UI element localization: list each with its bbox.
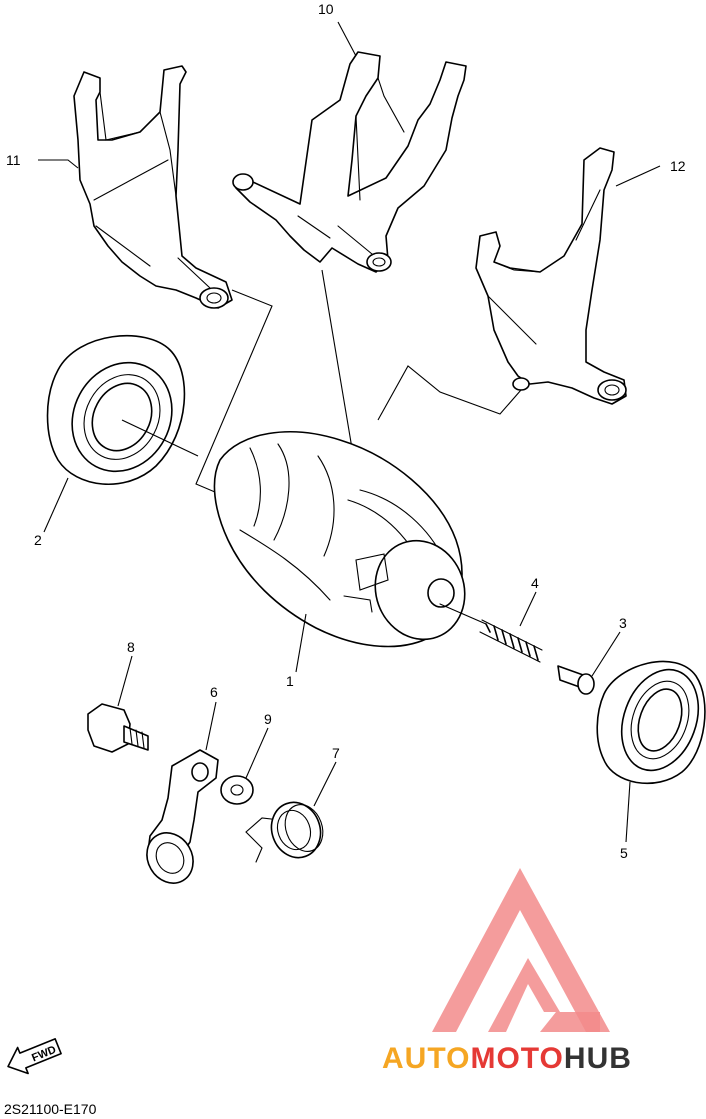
spring-4 [439,603,543,663]
diagram-code: 2S21100-E170 [4,1101,97,1117]
watermark-moto: MOTO [470,1042,563,1075]
callout-leaders [38,21,661,843]
watermark-text: AUTOMOTOHUB [382,1042,632,1075]
watermark-auto: AUTO [382,1042,470,1075]
callout-7: 7 [332,745,340,761]
fwd-direction-badge: FWD [7,1038,62,1075]
watermark-hub: HUB [564,1042,632,1075]
callout-2: 2 [34,532,42,548]
watermark-logo [432,868,610,1032]
callout-1: 1 [286,673,294,689]
callout-3: 3 [619,615,627,631]
callout-11: 11 [6,152,21,168]
bearing-5 [596,660,706,785]
shift-fork-10 [232,51,467,273]
callout-12: 12 [670,158,686,174]
shift-drum-1 [213,431,466,648]
callout-4: 4 [531,575,539,591]
callout-6: 6 [210,684,218,700]
shift-fork-12 [475,147,627,405]
callout-9: 9 [264,711,272,727]
callout-10: 10 [318,1,334,17]
callout-8: 8 [127,639,135,655]
bearing-2 [46,334,199,485]
shift-fork-11 [73,65,233,309]
callout-5: 5 [620,845,628,861]
stopper-lever-6 [146,749,219,884]
washer-9 [220,775,254,805]
callout-numbers: 10 11 12 2 1 4 3 5 8 6 9 7 [6,1,686,861]
pin-3 [557,665,595,695]
bolt-8 [87,703,149,753]
torsion-spring-7 [245,801,324,863]
